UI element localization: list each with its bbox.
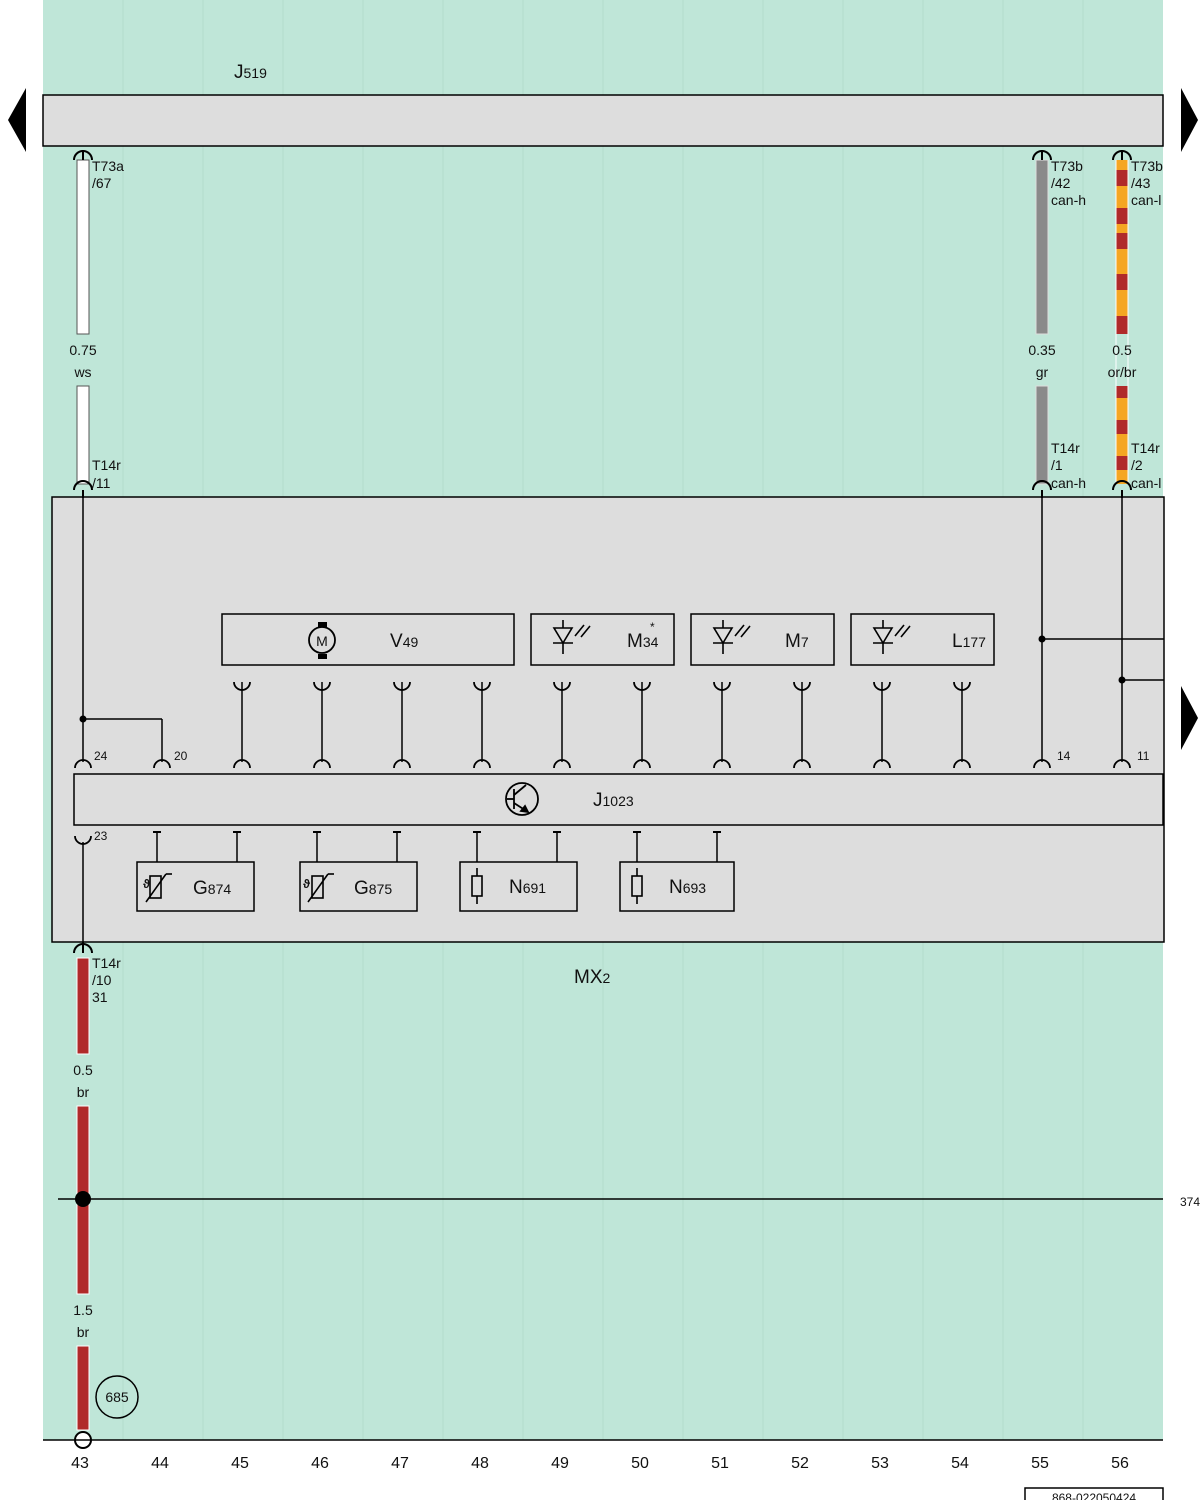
svg-text:ϑ: ϑ: [143, 877, 150, 891]
controller-pin-11: 11: [1137, 749, 1150, 763]
component-m34-star: *: [650, 620, 655, 634]
column-numbers: 43 44 45 46 47 48 49 50 51 52 53 54 55 5…: [71, 1455, 1129, 1472]
component-l177-label: L177: [952, 631, 986, 652]
column-number: 53: [871, 1455, 889, 1472]
pin-label-t73a-67: T73a /67: [92, 158, 128, 191]
wire-size-w2: 0.35: [1028, 342, 1055, 358]
pin-label-t14r-10: T14r /10 31: [92, 955, 125, 1005]
pin-label-t14r-2: T14r /2 can-l: [1131, 440, 1164, 491]
wire-color-w4: br: [77, 1084, 90, 1100]
ground-line-ref: 374: [1180, 1195, 1200, 1209]
column-number: 47: [391, 1455, 409, 1472]
column-number: 49: [551, 1455, 569, 1472]
wire-color-w2: gr: [1036, 364, 1049, 380]
heater-icon: [631, 868, 643, 904]
led-icon: [552, 620, 591, 654]
column-number: 46: [311, 1455, 329, 1472]
pin-label-t73b-43: T73b /43 can-l: [1131, 158, 1167, 208]
component-m34-label: M34: [627, 631, 659, 652]
column-number: 50: [631, 1455, 649, 1472]
junction-dots: [79, 635, 1126, 723]
wire-ws-43: [76, 159, 90, 485]
column-number: 44: [151, 1455, 169, 1472]
column-number: 48: [471, 1455, 489, 1472]
doc-code-box: [1024, 1487, 1164, 1500]
column-number: 54: [951, 1455, 969, 1472]
transistor-icon: [505, 782, 539, 816]
component-v49-box: [221, 613, 515, 666]
wire-color-w5: br: [77, 1324, 90, 1340]
unit-mx2-label: MX2: [574, 967, 611, 988]
controller-pin-23: 23: [94, 829, 108, 843]
doc-code-label: 868-022050424: [1052, 1491, 1136, 1500]
thermistor-icon: ϑ: [303, 873, 334, 903]
component-n691-label: N691: [509, 877, 546, 898]
ground-junction-dot: [75, 1191, 91, 1207]
thermistor-icon: ϑ: [143, 873, 172, 903]
wire-gr-55: [1035, 159, 1049, 485]
component-n693-box: [619, 861, 735, 912]
next-page-arrow-top[interactable]: [1181, 88, 1198, 152]
component-m34-box: [530, 613, 675, 666]
motor-icon: M: [308, 622, 336, 659]
component-g874-label: G874: [193, 878, 231, 899]
pin-label-t14r-11: T14r /11: [92, 457, 125, 491]
svg-text:ϑ: ϑ: [303, 877, 310, 891]
component-m7-box: [690, 613, 835, 666]
pin-cups: [74, 681, 1131, 845]
column-number: 43: [71, 1455, 89, 1472]
column-number: 45: [231, 1455, 249, 1472]
pin-label-t14r-1: T14r /1 can-h: [1051, 440, 1086, 491]
component-l177-box: [850, 613, 995, 666]
led-icon: [872, 620, 911, 654]
component-g875-label: G875: [354, 878, 392, 899]
led-icon: [712, 620, 751, 654]
next-page-arrow-mid[interactable]: [1181, 686, 1198, 750]
controller-pin-20: 20: [174, 749, 188, 763]
column-number: 55: [1031, 1455, 1049, 1472]
controller-pin-14: 14: [1057, 749, 1071, 763]
controller-pin-24: 24: [94, 749, 108, 763]
component-v49-label: V49: [390, 631, 418, 652]
wire-or-br-56: [1115, 160, 1129, 484]
wire-color-w3: or/br: [1108, 364, 1137, 380]
component-m7-label: M7: [785, 631, 809, 652]
wire-size-w5: 1.5: [73, 1302, 93, 1318]
controller-j1023-box: [73, 773, 1164, 826]
prev-page-arrow[interactable]: [8, 88, 26, 152]
svg-text:M: M: [316, 633, 328, 649]
ground-point-marker: [95, 1375, 139, 1419]
heater-icon: [471, 868, 483, 904]
wire-size-w3: 0.5: [1112, 342, 1132, 358]
ground-point-label: 685: [105, 1389, 129, 1405]
column-number: 52: [791, 1455, 809, 1472]
component-n691-box: [459, 861, 578, 912]
module-j519-bar: [42, 94, 1164, 147]
wire-size-w4: 0.5: [73, 1062, 93, 1078]
controller-j1023-label: J1023: [593, 790, 634, 811]
column-number: 56: [1111, 1455, 1129, 1472]
connector-symbols: [73, 150, 1132, 954]
module-j519-label: J519: [234, 62, 267, 83]
internal-wiring: [82, 498, 1164, 942]
column-number: 51: [711, 1455, 729, 1472]
wire-size-w1: 0.75: [69, 342, 96, 358]
component-n693-label: N693: [669, 877, 706, 898]
wire-color-w1: ws: [73, 364, 91, 380]
pin-label-t73b-42: T73b /42 can-h: [1051, 158, 1087, 208]
